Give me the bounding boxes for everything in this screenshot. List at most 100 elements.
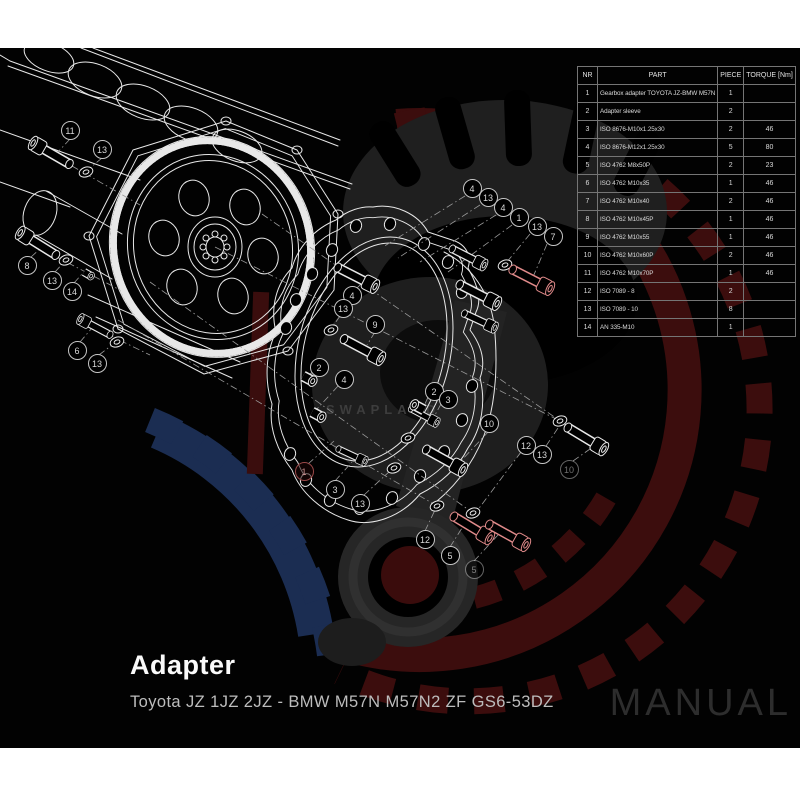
page-subtitle: Toyota JZ 1JZ 2JZ - BMW M57N M57N2 ZF GS… bbox=[130, 693, 554, 711]
callout-11: 11 bbox=[60, 120, 80, 140]
cell-part: ISO 8676-M12x1.25x30 bbox=[596, 138, 719, 157]
cell-part: ISO 4762 M10x45P bbox=[596, 210, 719, 229]
cell-nr: 3 bbox=[577, 120, 598, 139]
callout-4: 4 bbox=[493, 197, 513, 217]
callout-3: 3 bbox=[325, 479, 345, 499]
watermark-brand-text: SWAPLAND bbox=[326, 402, 440, 417]
cell-piece: 1 bbox=[717, 264, 745, 283]
block-rear-flange-drawing bbox=[83, 116, 344, 375]
callout-12: 12 bbox=[516, 435, 536, 455]
cell-torque: 23 bbox=[743, 156, 796, 175]
cell-torque: 46 bbox=[743, 192, 796, 211]
cell-nr: 5 bbox=[577, 156, 598, 175]
callout-14: 14 bbox=[62, 281, 82, 301]
callout-13: 13 bbox=[333, 298, 353, 318]
cell-torque bbox=[743, 102, 796, 121]
cell-nr: 9 bbox=[577, 228, 598, 247]
cell-torque: 46 bbox=[743, 228, 796, 247]
callout-3: 3 bbox=[438, 389, 458, 409]
cell-torque bbox=[743, 300, 796, 319]
cell-torque bbox=[743, 84, 796, 103]
callout-13: 13 bbox=[350, 493, 370, 513]
callout-4: 4 bbox=[334, 369, 354, 389]
col-header-torque: TORQUE [Nm] bbox=[743, 66, 796, 85]
cell-piece: 2 bbox=[717, 120, 745, 139]
callout-13: 13 bbox=[532, 444, 552, 464]
drawing-canvas: SWAPLAND bbox=[0, 48, 800, 748]
cell-torque bbox=[743, 282, 796, 301]
cell-piece: 1 bbox=[717, 228, 745, 247]
cell-piece: 1 bbox=[717, 84, 745, 103]
cell-part: ISO 7089 - 8 bbox=[596, 282, 719, 301]
cell-part: ISO 8676-M10x1.25x30 bbox=[596, 120, 719, 139]
cell-nr: 2 bbox=[577, 102, 598, 121]
cell-nr: 4 bbox=[577, 138, 598, 157]
cell-nr: 8 bbox=[577, 210, 598, 229]
cell-piece: 2 bbox=[717, 246, 745, 265]
cell-piece: 1 bbox=[717, 210, 745, 229]
cell-torque: 46 bbox=[743, 210, 796, 229]
callout-13: 13 bbox=[42, 270, 62, 290]
callout-1: 1 bbox=[509, 207, 529, 227]
cell-torque bbox=[743, 318, 796, 337]
col-header-part: PART bbox=[596, 66, 719, 85]
manual-label: MANUAL bbox=[609, 682, 792, 724]
cell-part: Gearbox adapter TOYOTA JZ-BMW M57N bbox=[596, 84, 719, 103]
cell-part: ISO 7089 - 10 bbox=[596, 300, 719, 319]
ring-gear-teeth bbox=[109, 137, 315, 357]
cell-torque: 46 bbox=[743, 174, 796, 193]
callout-13: 13 bbox=[527, 216, 547, 236]
cell-torque: 46 bbox=[743, 246, 796, 265]
cell-nr: 13 bbox=[577, 300, 598, 319]
col-header-piece: PIECE bbox=[717, 66, 745, 85]
cell-nr: 6 bbox=[577, 174, 598, 193]
cell-nr: 14 bbox=[577, 318, 598, 337]
callout-5: 5 bbox=[464, 559, 484, 579]
cell-nr: 10 bbox=[577, 246, 598, 265]
cell-nr: 7 bbox=[577, 192, 598, 211]
callout-12: 12 bbox=[415, 529, 435, 549]
cell-nr: 11 bbox=[577, 264, 598, 283]
leader-lines bbox=[30, 138, 591, 562]
col-header-nr: NR bbox=[577, 66, 598, 85]
cell-part: ISO 4762 M8x50P bbox=[596, 156, 719, 175]
callout-7: 7 bbox=[543, 226, 563, 246]
callout-10: 10 bbox=[479, 413, 499, 433]
cell-part: ISO 4762 M10x70P bbox=[596, 264, 719, 283]
cell-torque: 46 bbox=[743, 120, 796, 139]
cell-piece: 5 bbox=[717, 138, 745, 157]
callout-5: 5 bbox=[440, 545, 460, 565]
cell-piece: 1 bbox=[717, 318, 745, 337]
cell-piece: 2 bbox=[717, 156, 745, 175]
cell-part: ISO 4762 M10x40 bbox=[596, 192, 719, 211]
cell-nr: 1 bbox=[577, 84, 598, 103]
callout-13: 13 bbox=[92, 139, 112, 159]
cell-piece: 2 bbox=[717, 282, 745, 301]
cell-piece: 1 bbox=[717, 174, 745, 193]
callout-4: 4 bbox=[462, 178, 482, 198]
cell-piece: 2 bbox=[717, 102, 745, 121]
parts-table-header-row: NR PART PIECE TORQUE [Nm] bbox=[577, 66, 796, 85]
callout-9: 9 bbox=[365, 314, 385, 334]
callout-6: 6 bbox=[67, 340, 87, 360]
cell-nr: 12 bbox=[577, 282, 598, 301]
callout-13: 13 bbox=[87, 353, 107, 373]
cell-piece: 8 bbox=[717, 300, 745, 319]
flywheel-drawing bbox=[108, 136, 316, 358]
callout-1: 1 bbox=[294, 461, 314, 481]
